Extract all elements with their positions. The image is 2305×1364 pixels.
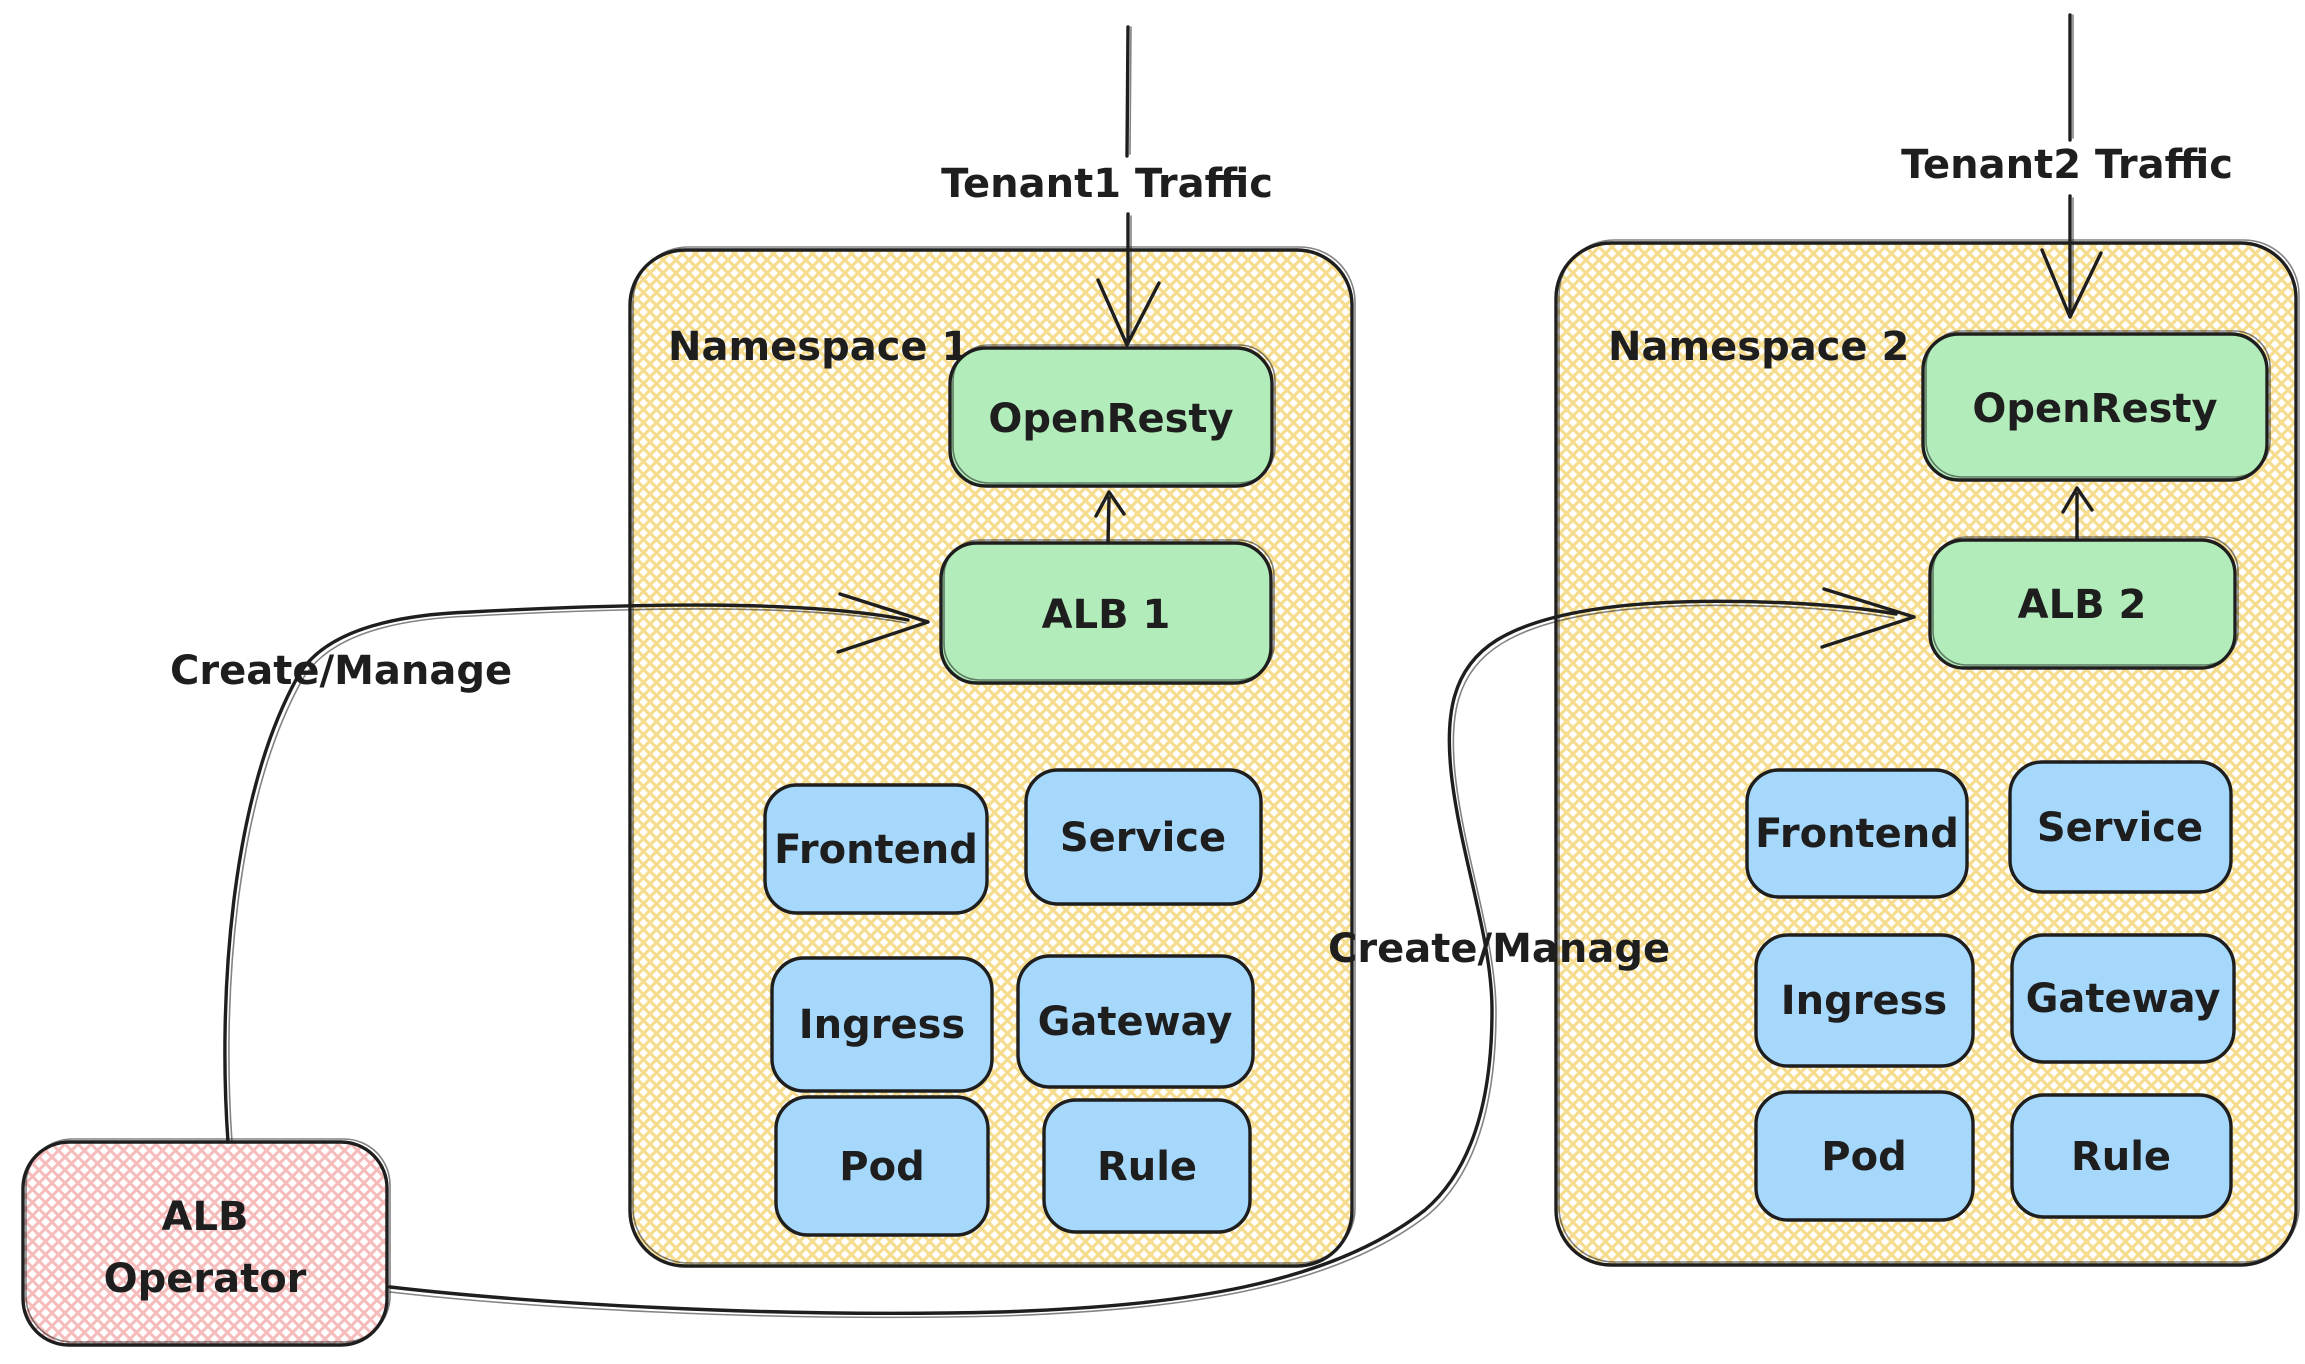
alb-operator-label-line1: ALB <box>162 1194 249 1240</box>
alb-operator-box-sketch-stroke <box>25 1138 391 1343</box>
create-manage-arrow-left <box>223 592 930 1144</box>
resource-label-ingress-1: Ingress <box>799 1002 965 1048</box>
resource-label-gateway-2: Gateway <box>2026 976 2221 1022</box>
resource-label-service-1: Service <box>1060 815 1226 861</box>
alb1-box <box>939 541 1273 685</box>
alb-operator-group: ALB Operator <box>21 1138 391 1347</box>
alb2-to-openresty2-arrow <box>2061 486 2094 540</box>
resource-box-service-1 <box>1024 768 1263 906</box>
openresty1-label: OpenResty <box>988 396 1233 442</box>
tenant2-traffic-label: Tenant2 Traffic <box>1901 142 2233 188</box>
openresty2-box-sketch-stroke <box>1925 330 2271 478</box>
resource-box-service-2 <box>2008 760 2233 894</box>
resource-label-frontend-1: Frontend <box>774 827 978 873</box>
resource-label-pod-2: Pod <box>1821 1134 1906 1180</box>
alb1-label: ALB 1 <box>1042 592 1171 638</box>
resource-label-pod-1: Pod <box>839 1144 924 1190</box>
openresty1-box <box>948 346 1274 488</box>
openresty2-label: OpenResty <box>1972 386 2217 432</box>
create-manage-label-left: Create/Manage <box>170 648 512 694</box>
tenant1-traffic-arrow <box>1096 25 1161 347</box>
namespace1-title: Namespace 1 <box>668 324 969 370</box>
resource-box-rule-2 <box>2010 1093 2233 1219</box>
resource-label-gateway-1: Gateway <box>1038 999 1233 1045</box>
tenant1-traffic-label: Tenant1 Traffic <box>941 161 1273 207</box>
resource-box-frontend-2 <box>1745 768 1969 899</box>
namespace1-box-sketch-stroke <box>632 246 1356 1264</box>
resource-box-gateway-2 <box>2010 933 2236 1064</box>
resource-label-service-2: Service <box>2037 805 2203 851</box>
create-manage-arrow-right <box>388 587 1916 1319</box>
alb2-box <box>1928 538 2237 670</box>
alb2-box-sketch-stroke <box>1932 536 2239 666</box>
alb2-label: ALB 2 <box>2018 582 2147 628</box>
resource-box-pod-1 <box>774 1095 990 1237</box>
openresty2-box <box>1921 332 2269 482</box>
namespace2-title: Namespace 2 <box>1608 324 1909 370</box>
alb-operator-box <box>21 1140 389 1347</box>
create-manage-label-right: Create/Manage <box>1328 926 1670 972</box>
resource-box-frontend-1 <box>763 783 989 915</box>
resource-box-rule-1 <box>1042 1098 1252 1234</box>
resource-box-ingress-2 <box>1754 933 1975 1068</box>
resource-label-rule-2: Rule <box>2071 1134 2171 1180</box>
tenant2-traffic-arrow <box>2040 13 2103 319</box>
resource-label-frontend-2: Frontend <box>1755 811 1959 857</box>
resource-label-ingress-2: Ingress <box>1781 978 1947 1024</box>
alb1-to-openresty1-arrow <box>1094 490 1126 545</box>
namespace2-box-sketch-stroke <box>1558 239 2300 1263</box>
resource-box-gateway-1 <box>1016 954 1255 1089</box>
resource-label-rule-1: Rule <box>1097 1144 1197 1190</box>
resource-box-pod-2 <box>1754 1090 1975 1222</box>
resource-box-ingress-1 <box>770 956 994 1093</box>
openresty1-box-sketch-stroke <box>952 344 1276 484</box>
alb-operator-label-line2: Operator <box>104 1256 307 1302</box>
namespace1-group: Namespace 1 OpenResty ALB 1 Frontend Ser… <box>628 246 1356 1268</box>
namespace2-group: Namespace 2 OpenResty ALB 2 Frontend Ser… <box>1554 239 2300 1267</box>
